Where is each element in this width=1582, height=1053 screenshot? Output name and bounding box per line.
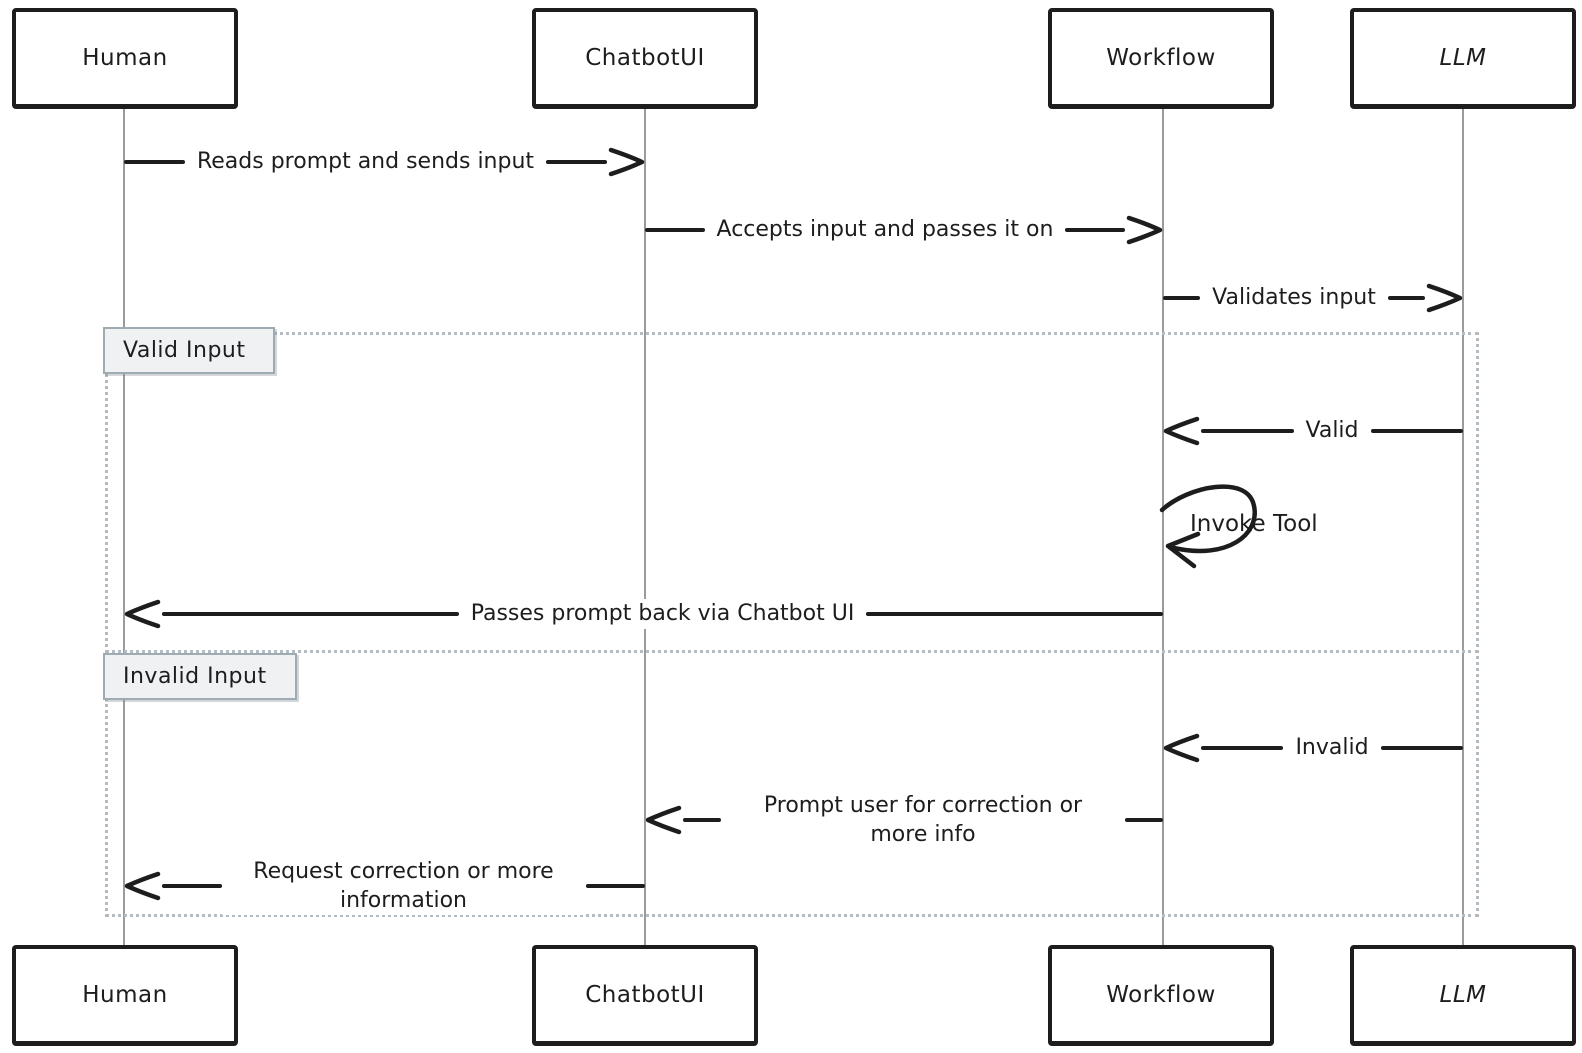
actor-bottom-llm: LLM <box>1350 945 1576 1045</box>
actor-label: Human <box>82 45 168 71</box>
actor-label: LLM <box>1439 982 1487 1008</box>
arrowhead-left-icon <box>1163 733 1200 763</box>
actor-bottom-chatbotui: ChatbotUI <box>532 945 758 1045</box>
arrowhead-left-icon <box>124 599 161 629</box>
message-label: Validates input <box>1200 283 1388 313</box>
message-label: Reads prompt and sends input <box>184 147 547 177</box>
actor-label: Workflow <box>1106 45 1216 71</box>
actor-top-llm: LLM <box>1350 8 1576 108</box>
message-line <box>162 884 222 888</box>
frame-label-invalid-input: Invalid Input <box>103 653 297 700</box>
message-line <box>683 818 721 822</box>
message-label: Request correction or more information <box>221 856 586 916</box>
actor-label: LLM <box>1439 45 1487 71</box>
message-request-correction: Request correction or more information <box>124 856 645 916</box>
message-prompt-user-correction: Prompt user for correction or more info <box>645 790 1163 850</box>
frame-label-valid-input: Valid Input <box>103 327 276 374</box>
actor-label: ChatbotUI <box>585 982 705 1008</box>
message-passes-prompt-back: Passes prompt back via Chatbot UI <box>124 599 1164 629</box>
message-reads-prompt: Reads prompt and sends input <box>124 147 645 177</box>
message-invalid: Invalid <box>1163 733 1463 763</box>
arrowhead-left-icon <box>645 805 682 835</box>
message-line <box>585 884 645 888</box>
actor-bottom-human: Human <box>12 945 238 1045</box>
message-label: Valid <box>1293 416 1371 446</box>
message-line <box>1065 228 1125 232</box>
actor-top-workflow: Workflow <box>1048 8 1274 108</box>
message-validates-input: Validates input <box>1163 283 1463 313</box>
message-line <box>1125 818 1163 822</box>
arrowhead-right-icon <box>1126 215 1163 245</box>
message-line <box>645 228 705 232</box>
actor-label: Workflow <box>1106 982 1216 1008</box>
self-loop-arrow <box>1159 484 1257 569</box>
message-accepts-input: Accepts input and passes it on <box>645 215 1163 245</box>
message-label: Passes prompt back via Chatbot UI <box>458 599 867 629</box>
arrowhead-right-icon <box>608 147 645 177</box>
message-label: Invalid <box>1283 733 1381 763</box>
message-line <box>1380 746 1463 750</box>
actor-label: ChatbotUI <box>585 45 705 71</box>
self-loop-label: Invoke Tool <box>1190 511 1318 537</box>
alt-frame <box>105 332 1479 917</box>
arrowhead-right-icon <box>1426 283 1463 313</box>
alt-frame-divider <box>105 650 1479 653</box>
message-line <box>1201 746 1284 750</box>
message-line <box>1387 296 1426 300</box>
message-line <box>162 612 459 616</box>
actor-bottom-workflow: Workflow <box>1048 945 1274 1045</box>
arrowhead-left-icon <box>1163 416 1200 446</box>
arrowhead-left-icon <box>124 871 161 901</box>
lifeline-workflow <box>1162 108 1164 945</box>
message-line <box>546 160 608 164</box>
lifeline-chatbotui <box>644 108 646 945</box>
message-line <box>1163 296 1201 300</box>
actor-top-chatbotui: ChatbotUI <box>532 8 758 108</box>
message-line <box>1370 429 1464 433</box>
lifeline-human <box>123 108 125 945</box>
message-label: Accepts input and passes it on <box>704 215 1066 245</box>
lifeline-llm <box>1462 108 1464 945</box>
message-line <box>866 612 1164 616</box>
message-line <box>1201 429 1294 433</box>
actor-top-human: Human <box>12 8 238 108</box>
message-line <box>124 160 185 164</box>
message-label: Prompt user for correction or more info <box>721 790 1125 850</box>
actor-label: Human <box>82 982 168 1008</box>
message-valid: Valid <box>1163 416 1464 446</box>
